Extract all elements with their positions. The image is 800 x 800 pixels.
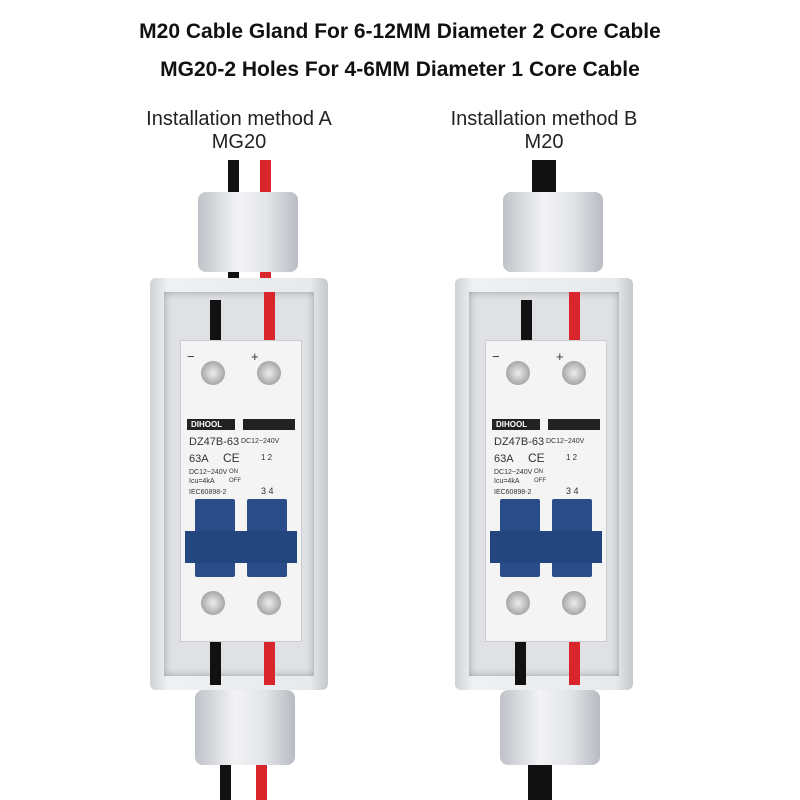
cable-gland-bottom [195, 690, 295, 765]
terminal-screw-icon [257, 361, 281, 385]
cable-gland-top [198, 192, 298, 272]
lever-tie-bar [490, 531, 602, 563]
brand-label: DIHOOL [187, 419, 235, 430]
lever-tie-bar [185, 531, 297, 563]
terminal-screw-icon [506, 361, 530, 385]
terminal-screw-icon [562, 361, 586, 385]
gland-type: MG20 [211, 131, 267, 153]
cable-gland-bottom [500, 690, 600, 765]
enclosure-unit: − + DIHOOL DZ47B-63 DC12~240V 63A CE 1 2… [455, 0, 655, 800]
terminal-screw-icon [562, 591, 586, 615]
method-title: Installation method A [146, 108, 332, 130]
terminal-screw-icon [201, 361, 225, 385]
heading-line-1: M20 Cable Gland For 6-12MM Diameter 2 Co… [139, 20, 661, 43]
terminal-screw-icon [257, 591, 281, 615]
gland-type: M20 [524, 131, 564, 153]
enclosure-unit: − + DIHOOL DZ47B-63 DC12~240V 63A CE 1 2… [150, 0, 350, 800]
terminal-screw-icon [201, 591, 225, 615]
cable-gland-top [503, 192, 603, 272]
heading-line-2: MG20-2 Holes For 4-6MM Diameter 1 Core C… [160, 58, 640, 81]
method-title: Installation method B [450, 108, 638, 130]
terminal-screw-icon [506, 591, 530, 615]
circuit-breaker: − + DIHOOL DZ47B-63 DC12~240V 63A CE 1 2… [485, 340, 607, 642]
brand-label: DIHOOL [492, 419, 540, 430]
circuit-breaker: − + DIHOOL DZ47B-63 DC12~240V 63A CE 1 2… [180, 340, 302, 642]
